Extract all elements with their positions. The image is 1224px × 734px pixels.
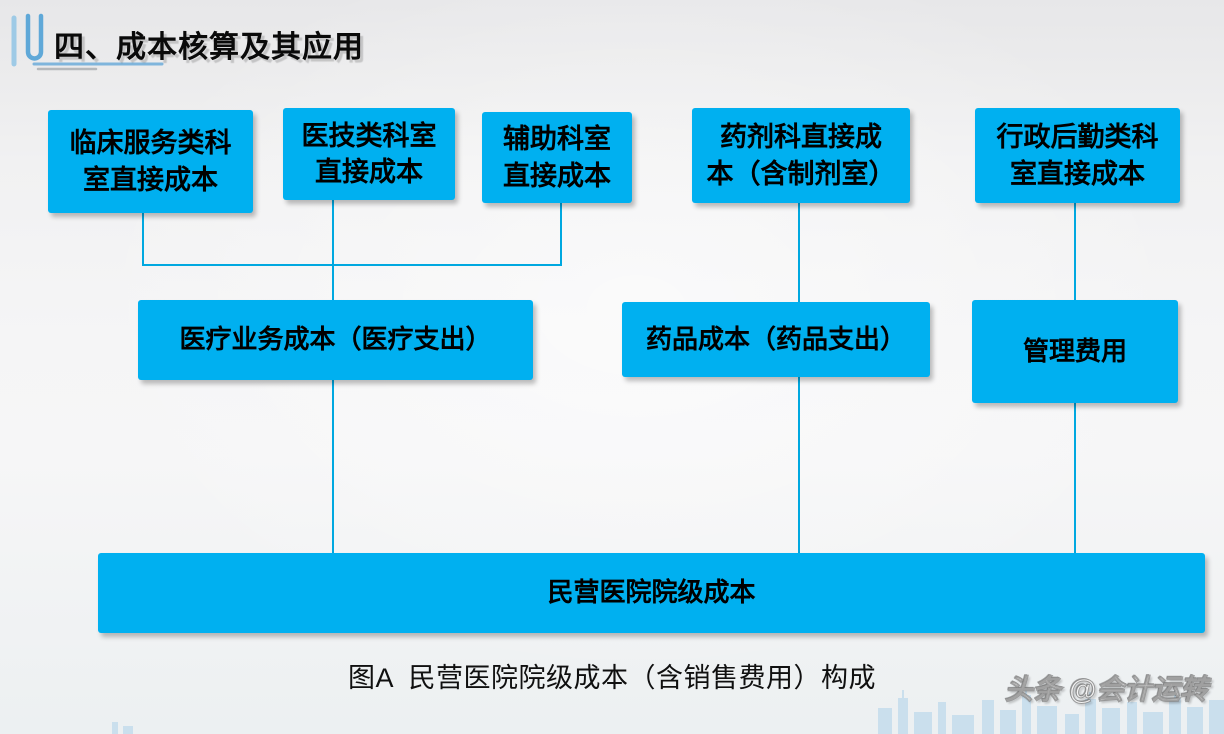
node-pharmacy-dept-cost: 药剂科直接成 本（含制剂室）: [692, 108, 910, 203]
node-drug-cost: 药品成本（药品支出）: [622, 302, 930, 377]
node-hospital-level-cost: 民营医院院级成本: [98, 553, 1205, 633]
connector-line: [332, 380, 334, 553]
node-auxiliary-dept-cost: 辅助科室 直接成本: [482, 112, 632, 203]
page-title: 四、成本核算及其应用: [54, 31, 364, 64]
connector-line: [142, 264, 562, 266]
node-admin-logistics-dept-cost: 行政后勤类科 室直接成本: [975, 108, 1180, 203]
connector-line: [560, 203, 562, 265]
connector-line: [1074, 203, 1076, 300]
node-clinical-service-dept-cost: 临床服务类科 室直接成本: [48, 110, 253, 213]
city-skyline-decoration: [112, 688, 1224, 734]
connector-line: [332, 200, 334, 300]
title-accent-icon: [11, 13, 164, 71]
connector-line: [798, 203, 800, 302]
figure-caption: 图A 民营医院院级成本（含销售费用）构成: [347, 663, 877, 693]
connector-line: [1074, 403, 1076, 553]
watermark: 头条 @会计运转: [1004, 674, 1208, 706]
node-management-expense: 管理费用: [972, 300, 1178, 403]
node-medical-business-cost: 医疗业务成本（医疗支出）: [138, 300, 533, 380]
connector-line: [798, 377, 800, 553]
node-medical-tech-dept-cost: 医技类科室 直接成本: [283, 108, 455, 200]
connector-line: [142, 213, 144, 266]
